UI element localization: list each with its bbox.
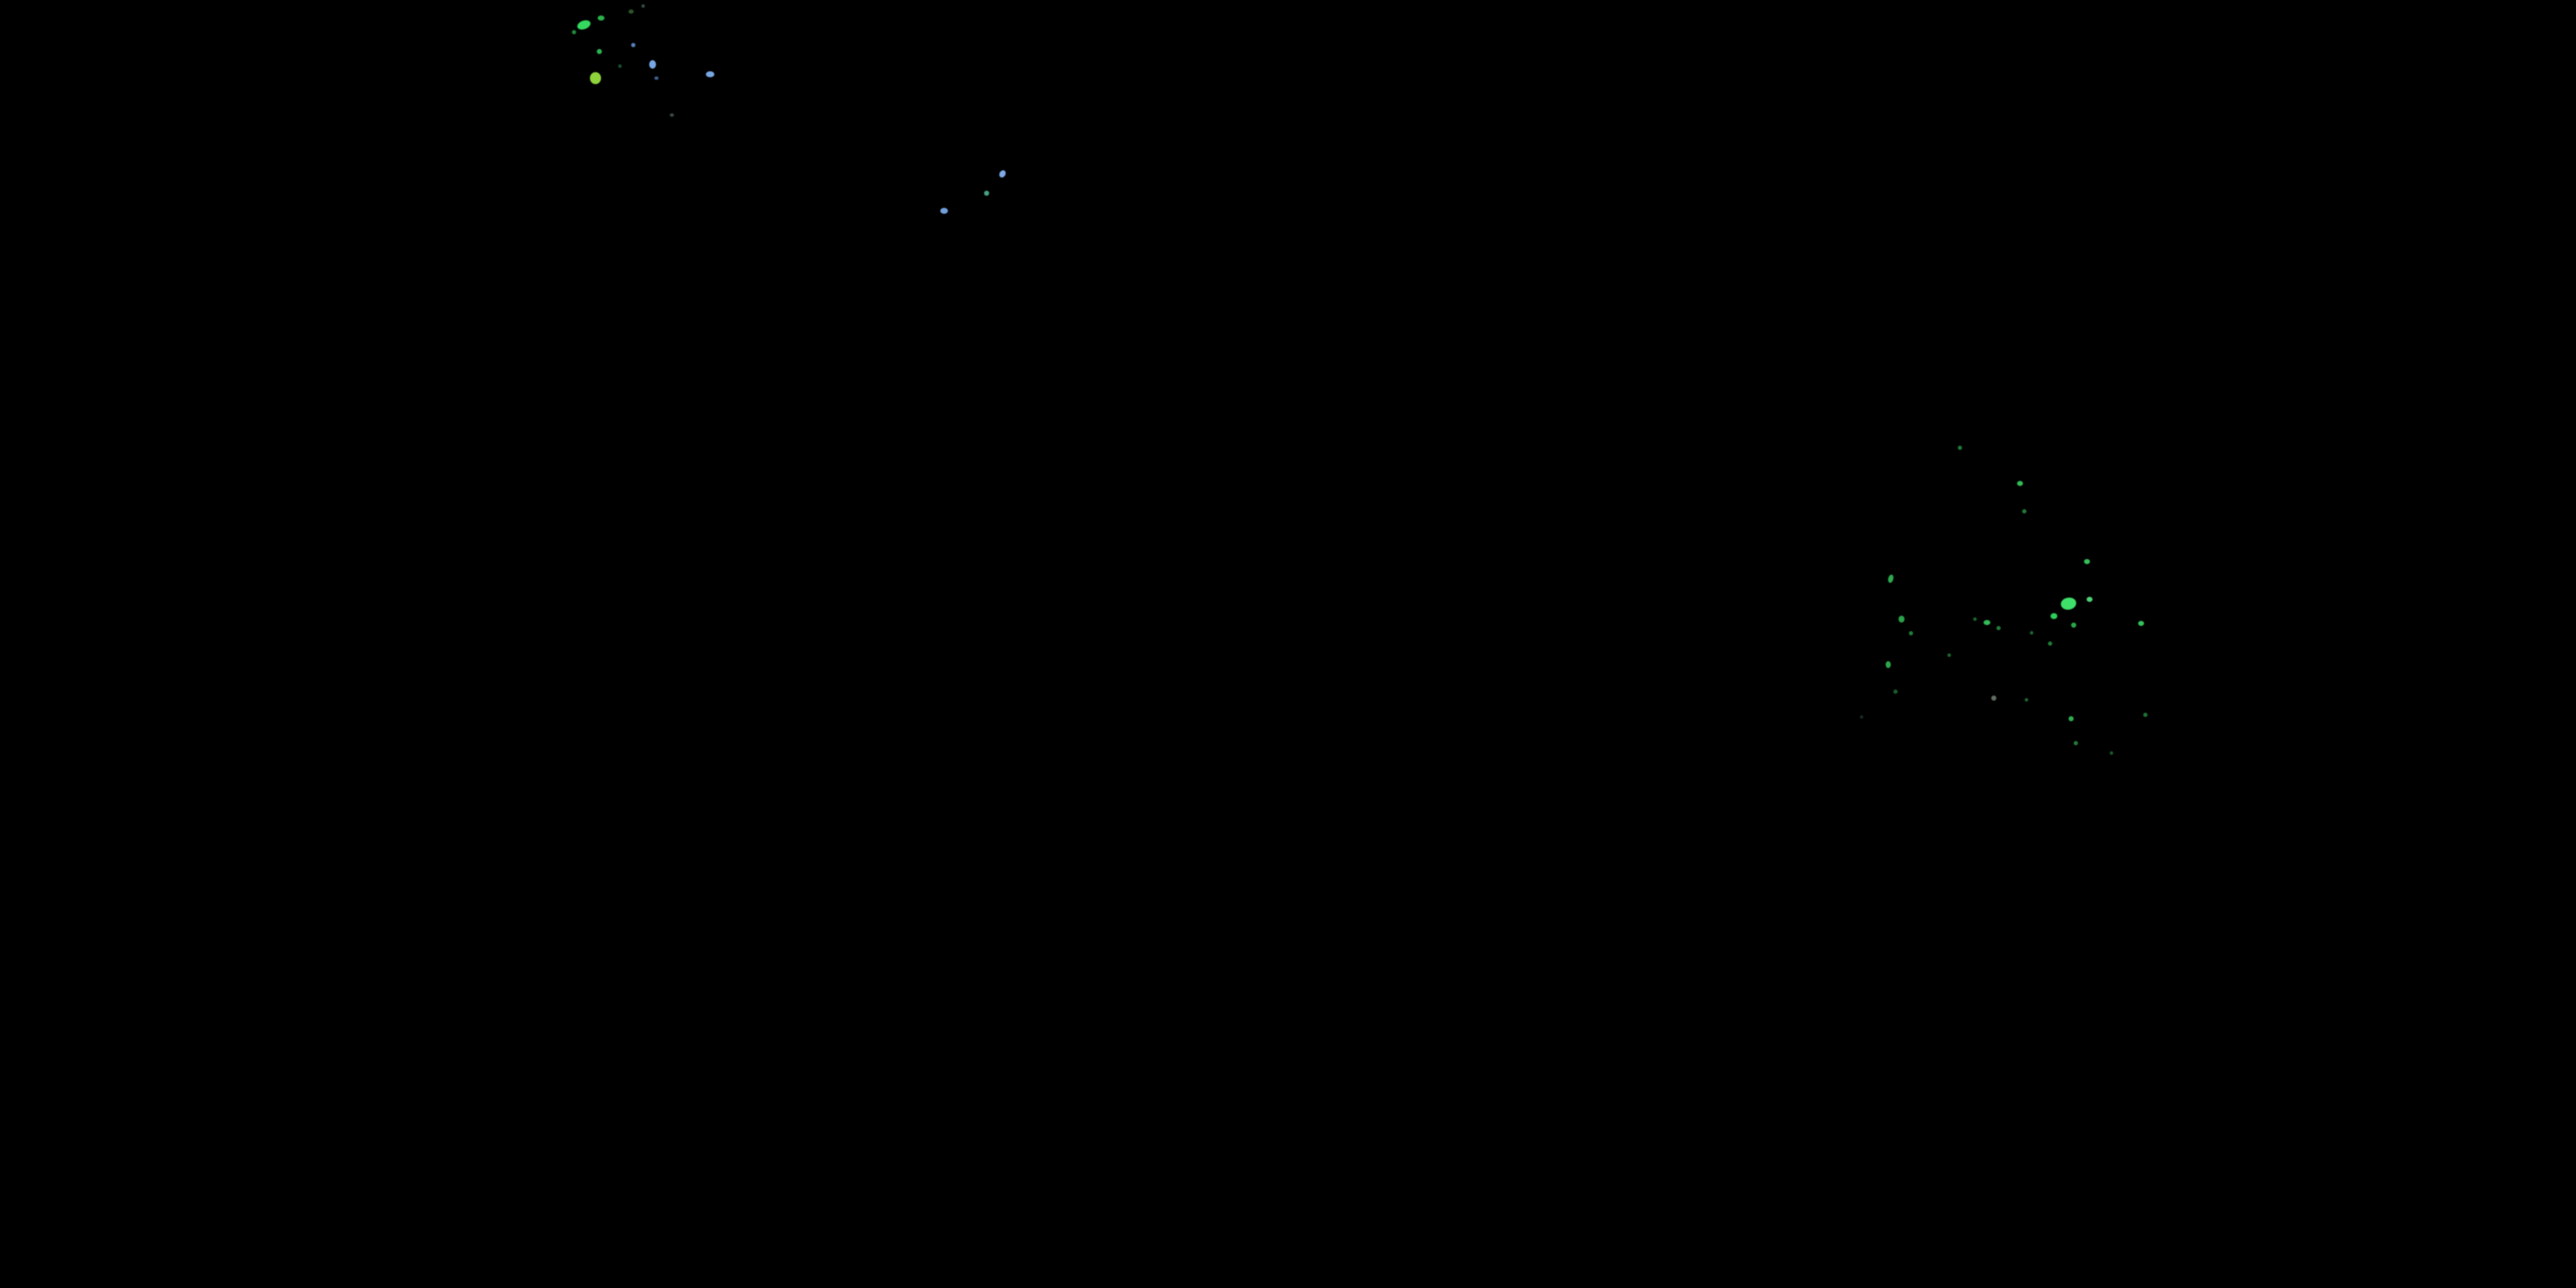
speck <box>575 18 592 32</box>
speck <box>1996 626 2001 630</box>
speck <box>654 76 659 80</box>
speck <box>1958 445 1962 450</box>
speck <box>1886 574 1895 584</box>
speck <box>2142 712 2148 717</box>
speck <box>1909 631 1913 635</box>
speck <box>1859 714 1863 719</box>
speck <box>2025 698 2028 702</box>
speck <box>629 9 634 14</box>
speck <box>631 42 635 47</box>
speck <box>706 70 714 77</box>
speck <box>590 72 601 84</box>
speck <box>1885 660 1891 668</box>
speck <box>2022 508 2026 513</box>
speck <box>1893 689 1898 694</box>
speck <box>2138 621 2144 626</box>
speck <box>641 3 645 8</box>
speck <box>998 168 1007 179</box>
speck <box>2030 631 2033 635</box>
speck <box>984 191 989 196</box>
speck <box>940 207 948 214</box>
speck <box>1898 616 1905 623</box>
speck <box>670 113 674 117</box>
speck <box>618 64 622 68</box>
speck <box>598 15 605 21</box>
speck <box>2017 480 2023 486</box>
speck <box>2050 613 2057 619</box>
speck <box>2087 596 2093 602</box>
speck <box>596 49 602 54</box>
speck <box>2059 596 2078 611</box>
speck <box>2071 622 2076 628</box>
speck <box>2048 641 2052 646</box>
speck <box>2074 740 2078 745</box>
speck <box>1973 617 1977 621</box>
speck <box>649 60 656 70</box>
speck <box>1947 653 1951 657</box>
speck <box>572 29 576 34</box>
speck <box>1991 696 1996 701</box>
speck <box>2084 559 2090 564</box>
speck <box>2069 716 2074 721</box>
speck <box>2110 750 2113 755</box>
speck <box>1984 619 1990 625</box>
